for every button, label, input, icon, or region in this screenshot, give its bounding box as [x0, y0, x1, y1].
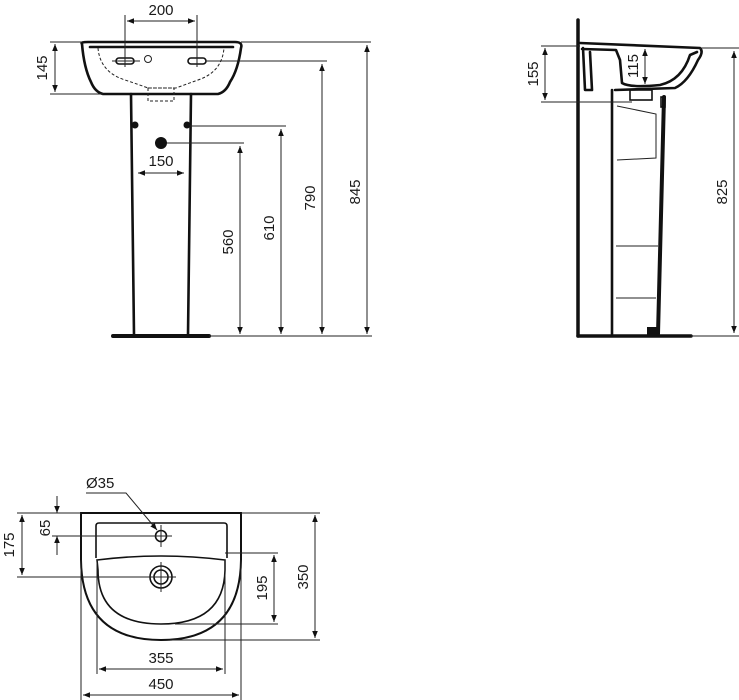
dim-waste-height: 560 — [220, 229, 237, 254]
pedestal-lip — [660, 96, 666, 108]
dim-waste-offset: 175 — [1, 532, 18, 557]
tap-deck — [95, 522, 228, 558]
bowl-inner — [580, 47, 699, 88]
front-view: 200 145 150 560 610 790 845 — [34, 2, 372, 338]
foot-block — [647, 327, 659, 335]
dim-outer-depth: 155 — [525, 61, 542, 86]
dim-rim-height: 845 — [347, 179, 364, 204]
side-view: 155 115 825 — [525, 18, 739, 338]
dim-projection: 350 — [295, 564, 312, 589]
tap-hole-left — [112, 57, 140, 65]
pedestal-inner-panel — [616, 105, 657, 161]
plan-view: Ø35 65 175 195 350 355 450 — [1, 475, 320, 700]
basin-outline — [80, 40, 243, 96]
dim-overall-width: 450 — [148, 676, 173, 693]
dim-tap-spacing: 200 — [148, 2, 173, 19]
basin-plan-outline — [80, 512, 242, 642]
waste-outlet-hidden — [147, 87, 175, 102]
bowl-plan — [96, 555, 226, 625]
pedestal-right-edge — [186, 92, 193, 337]
pedestal-left-edge — [129, 92, 136, 337]
dim-bowl-depth-plan: 195 — [254, 575, 271, 600]
dim-side-rim-height: 825 — [714, 179, 731, 204]
dim-tap-hole-offset: 65 — [37, 520, 54, 537]
overflow-icon — [144, 55, 152, 63]
basin-profile — [578, 41, 703, 92]
dim-fixing-height: 610 — [261, 215, 278, 240]
fixing-left-icon — [131, 121, 139, 129]
dim-tap-height: 790 — [302, 185, 319, 210]
fixing-right-icon — [183, 121, 191, 129]
waste-trap — [629, 89, 653, 101]
rear-flange — [581, 46, 594, 92]
dim-basin-height: 145 — [34, 55, 51, 80]
bowl-hidden-line — [97, 47, 225, 89]
waste-pipe-icon — [155, 137, 167, 149]
dim-tap-hole-diameter: Ø35 — [86, 475, 114, 492]
pedestal-front — [656, 95, 666, 336]
dim-fixing-spacing: 150 — [148, 153, 173, 170]
dim-bowl-depth: 115 — [625, 54, 642, 78]
dim-bowl-width: 355 — [148, 650, 173, 667]
